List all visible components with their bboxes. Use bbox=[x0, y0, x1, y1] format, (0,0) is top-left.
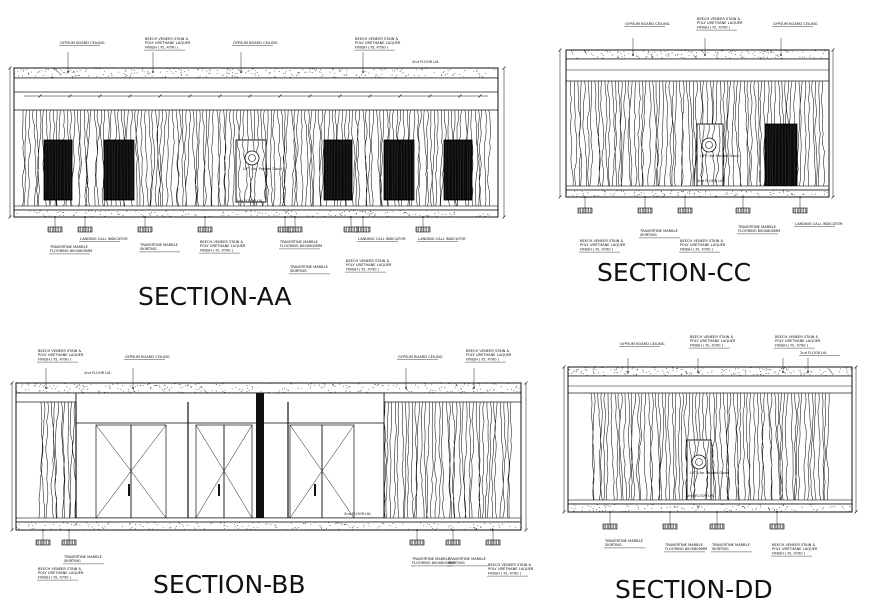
top-note: GYPSUM BOARD CEILING bbox=[233, 41, 278, 45]
column bbox=[256, 393, 264, 518]
section-bb: 2nd FLOOR LVL 2nd FLOOR LVL BEECH VENEER S… bbox=[10, 349, 534, 581]
top-note: GYPSUM BOARD CEILING bbox=[125, 355, 170, 359]
lift-symbol bbox=[701, 137, 717, 153]
bottom-note: BEECH VENEER STAIN &POLY URETHANE LAQUER… bbox=[346, 259, 392, 271]
bottom-note: LANDING CALL INDICATOR bbox=[358, 237, 406, 241]
lift-label: LIFT (for Panted Door) bbox=[690, 471, 730, 475]
bottom-note: BEECH VENEER STAIN &POLY URETHANE LAQUER… bbox=[680, 239, 726, 251]
section-dd-title: SECTION-DD bbox=[615, 575, 773, 604]
section-dd-frame bbox=[567, 366, 853, 513]
top-note: BEECH VENEER STAIN &POLY URETHANE LAQUER… bbox=[355, 37, 401, 49]
floor-level-label: 2nd FLOOR LVL bbox=[697, 179, 724, 183]
section-bb-frame bbox=[15, 382, 522, 531]
top-note: GYPSUM BOARD CEILING bbox=[620, 342, 665, 346]
section-aa-frame bbox=[13, 67, 499, 218]
section-dd: LIFT (for Panted Door) 2nd FLOOR LVL GYPSU… bbox=[562, 335, 858, 557]
top-note: GYPSUM BOARD CEILING bbox=[398, 355, 443, 359]
door-handle bbox=[128, 484, 130, 496]
section-cc: LIFT (for Panted Door) 2nd FLOOR LVL GYPSU… bbox=[558, 17, 843, 253]
bottom-note: LANDING CALL INDICATOR bbox=[418, 237, 466, 241]
lift-label: LIFT (for Panted Door) bbox=[700, 154, 740, 158]
floor-level-label: 2nd FLOOR LVL bbox=[236, 199, 263, 203]
bottom-note: LANDING CALL INDICATOR bbox=[795, 222, 843, 226]
ceiling-band bbox=[13, 77, 499, 93]
door-handle bbox=[218, 484, 220, 496]
lift-symbol bbox=[244, 150, 260, 166]
floor-level-label: 2nd FLOOR LVL bbox=[412, 60, 439, 64]
ceiling-band bbox=[567, 375, 853, 394]
top-note: BEECH VENEER STAIN &POLY URETHANE LAQUER… bbox=[145, 37, 191, 49]
bottom-note: BEECH VENEER STAIN &POLY URETHANE LAQUER… bbox=[200, 240, 246, 252]
top-note: BEECH VENEER STAIN &POLY URETHANE LAQUER… bbox=[697, 17, 743, 29]
bottom-note: LANDING CALL INDICATOR bbox=[80, 237, 128, 241]
top-note: BEECH VENEER STAIN &POLY URETHANE LAQUER… bbox=[690, 335, 736, 347]
bottom-note: BEECH VENEER STAIN &POLY URETHANE LAQUER… bbox=[38, 567, 84, 579]
floor-level-label: 2nd FLOOR LVL bbox=[687, 494, 714, 498]
top-note: BEECH VENEER STAIN &POLY URETHANE LAQUER… bbox=[775, 335, 821, 347]
bottom-note: BEECH VENEER STAIN &POLY URETHANE LAQUER… bbox=[580, 239, 626, 251]
bottom-note: BEECH VENEER STAIN &POLY URETHANE LAQUER… bbox=[772, 543, 818, 555]
lift-label: LIFT (for Panted Door) bbox=[243, 167, 283, 171]
top-note: GYPSUM BOARD CEILING bbox=[60, 41, 105, 45]
floor-level-label: 2nd FLOOR LVL bbox=[344, 512, 371, 516]
section-bb-title: SECTION-BB bbox=[153, 570, 306, 599]
section-cc-title: SECTION-CC bbox=[597, 258, 752, 287]
lift-symbol bbox=[691, 454, 707, 470]
top-note: GYPSUM BOARD CEILING bbox=[625, 22, 670, 26]
floor-level-label: 2nd FLOOR LVL bbox=[84, 371, 111, 375]
top-note: 2nd FLOOR LVL bbox=[800, 351, 827, 355]
section-aa-title: SECTION-AA bbox=[138, 282, 292, 311]
section-cc-frame bbox=[565, 49, 830, 198]
section-aa: LIFT (for Panted Door) 2nd FLOOR LVL 2nd F… bbox=[8, 37, 506, 275]
top-note: GYPSUM BOARD CEILING bbox=[773, 22, 818, 26]
bottom-note: BEECH VENEER STAIN &POLY URETHANE LAQUER… bbox=[488, 563, 534, 575]
top-note: BEECH VENEER STAIN &POLY URETHANE LAQUER… bbox=[466, 349, 512, 361]
door-handle bbox=[314, 484, 316, 496]
top-note: BEECH VENEER STAIN &POLY URETHANE LAQUER… bbox=[38, 349, 84, 361]
